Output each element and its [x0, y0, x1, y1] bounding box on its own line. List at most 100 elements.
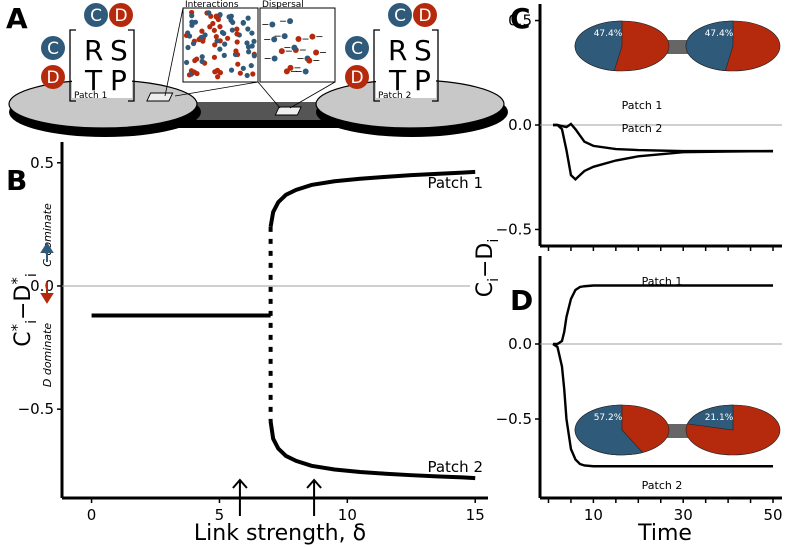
cooperator-icon-label: C	[351, 39, 363, 59]
individual-dot	[309, 33, 316, 40]
svg-text:D dominate: D dominate	[41, 323, 54, 387]
patch1-label: Patch 1	[642, 275, 683, 288]
individual-dot	[251, 38, 257, 44]
patch2-matrix-bg	[376, 28, 436, 98]
cooperator-icon-label: C	[47, 39, 59, 59]
patch2-matrix-s: S	[414, 34, 432, 67]
pie-label: 21.1%	[705, 413, 734, 423]
pie-d-patch1: 57.2%	[574, 404, 670, 456]
individual-dot	[211, 27, 217, 33]
defector-icon-label: D	[418, 6, 431, 26]
individual-dot	[194, 70, 200, 77]
individual-dot	[214, 38, 220, 44]
individual-dot	[219, 29, 226, 36]
patch2-matrix-p: P	[414, 64, 431, 97]
individual-dot	[233, 48, 239, 54]
pie-label: 47.4%	[705, 29, 734, 39]
callout-line	[164, 7, 184, 97]
individual-dot	[240, 20, 246, 26]
panel-b-letter: B	[6, 164, 27, 197]
callout-line	[174, 81, 259, 97]
dispersal-dots	[262, 18, 327, 75]
panel-d-letter: D	[510, 284, 533, 317]
individual-dot	[249, 30, 255, 36]
cooperator-icon	[388, 3, 412, 27]
y-tick-label: 0.0	[508, 116, 532, 134]
x-tick-label: 30	[674, 506, 693, 524]
individual-dot	[192, 57, 198, 64]
pie-c-patch1: 47.4%	[574, 20, 670, 72]
individual-dot	[278, 48, 285, 55]
individual-dot	[229, 27, 235, 33]
y-tick-label: 0.0	[30, 277, 54, 295]
pie-label: 47.4%	[594, 29, 623, 39]
individual-dot	[206, 10, 212, 16]
individual-dot	[287, 18, 294, 25]
individual-dot	[185, 44, 191, 51]
y-tick-label: −0.5	[496, 410, 532, 428]
individual-dot	[248, 62, 254, 69]
series-patch1	[268, 169, 476, 228]
pie-label: 57.2%	[594, 413, 623, 423]
individual-dot	[213, 34, 219, 40]
arrow-up-icon	[40, 242, 54, 262]
patch1-matrix-p: P	[110, 64, 127, 97]
patch1-label: Patch 1	[74, 91, 107, 101]
patch2-bracket-right	[432, 29, 439, 102]
individual-dot	[269, 21, 276, 28]
individual-dot	[235, 61, 241, 67]
y-tick-label: 0.5	[30, 154, 54, 172]
individual-dot	[207, 24, 213, 30]
patch1-matrix-t: T	[84, 64, 103, 97]
individual-dot	[217, 24, 223, 30]
x-tick-label: 50	[763, 506, 782, 524]
defector-icon	[345, 65, 369, 89]
pie-cooperator-slice	[685, 20, 734, 71]
pie-cooperator-slice	[686, 404, 734, 431]
patch2-matrix-r: R	[388, 34, 407, 67]
individual-dot	[190, 40, 197, 47]
c-dominate-indicator: C dominate	[40, 203, 54, 267]
patch1-bracket-right	[128, 29, 135, 102]
d-dominate-indicator: D dominate	[40, 282, 54, 387]
individual-dot	[244, 72, 250, 79]
individual-dot	[240, 65, 246, 71]
individual-dot	[234, 31, 240, 37]
individual-dot	[230, 19, 236, 26]
individual-dot	[291, 44, 298, 51]
right-xlabel: Time	[637, 521, 692, 546]
individual-dot	[250, 71, 256, 77]
x-tick-label: 10	[338, 506, 357, 524]
y-tick-label: −0.5	[496, 220, 532, 238]
svg-text:Ci−Di: Ci−Di	[473, 239, 502, 298]
series-patch2	[268, 421, 476, 481]
defector-icon-label: D	[114, 6, 127, 26]
cooperator-icon-label: C	[90, 6, 102, 26]
individual-dot	[271, 36, 278, 43]
individual-dot	[237, 70, 243, 76]
x-tick-label: 0	[87, 506, 97, 524]
individual-dot	[212, 69, 218, 75]
individual-dot	[199, 58, 205, 64]
patch1-label: Patch 1	[427, 174, 483, 192]
individual-dot	[287, 64, 294, 71]
individual-dot	[199, 54, 205, 60]
individual-dot	[271, 55, 278, 62]
series-patch2	[552, 123, 774, 181]
patch2-label: Patch 2	[622, 122, 663, 135]
individual-dot	[213, 13, 219, 19]
x-tick-label: 5	[215, 506, 225, 524]
individual-dot	[228, 67, 235, 73]
cooperator-icon	[345, 36, 369, 60]
defector-icon-label: D	[46, 68, 59, 88]
individual-dot	[245, 26, 251, 32]
right-ylabel: Ci−Di	[473, 239, 502, 298]
individual-dot	[198, 34, 205, 41]
pie-d-patch2: 21.1%	[685, 404, 781, 456]
y-tick-label: 0.0	[508, 335, 532, 353]
x-tick-label: 15	[466, 506, 485, 524]
pie-c-patch2: 47.4%	[685, 20, 781, 72]
individual-dot	[211, 54, 218, 60]
individual-dot	[221, 52, 227, 58]
